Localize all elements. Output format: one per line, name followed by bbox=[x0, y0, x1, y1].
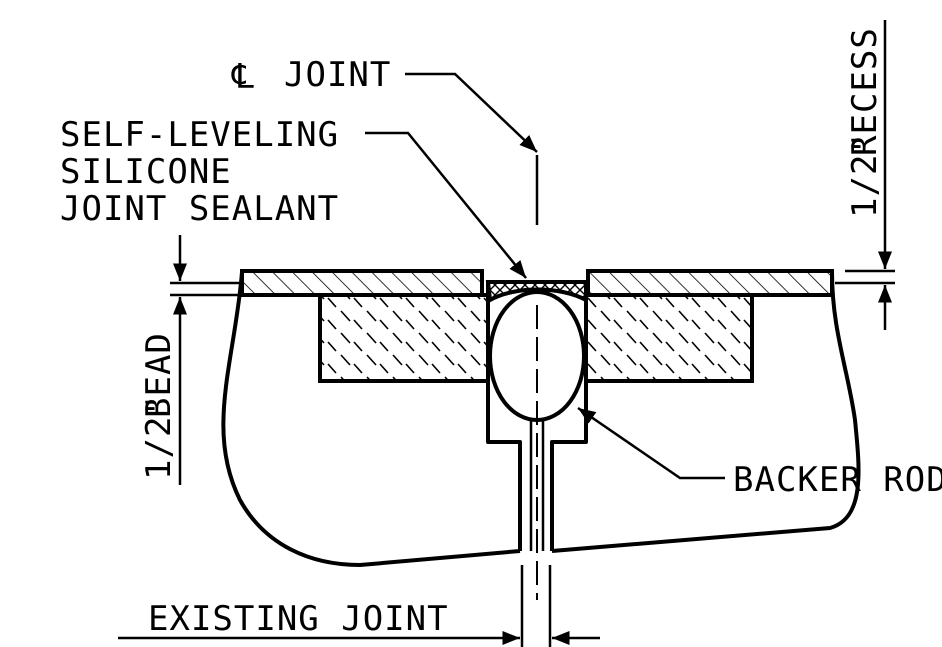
cl-symbol: ℄ bbox=[231, 57, 255, 97]
cl-joint-label: JOINT bbox=[284, 55, 391, 95]
leader-sealant bbox=[365, 131, 527, 279]
sealant-label-2: SILICONE bbox=[60, 152, 232, 192]
bead-fraction: 1/2" bbox=[139, 394, 179, 480]
block-left bbox=[318, 293, 490, 383]
sealant-label-1: SELF-LEVELING bbox=[60, 115, 339, 155]
existing-joint-label: EXISTING JOINT bbox=[148, 599, 449, 639]
sealant-label-3: JOINT SEALANT bbox=[60, 189, 339, 229]
recess-label: RECESS bbox=[845, 27, 885, 156]
bead-label: BEAD bbox=[139, 332, 179, 418]
leader-backer-rod bbox=[577, 406, 725, 480]
leader-cl-joint bbox=[405, 72, 538, 153]
overlay-left bbox=[240, 269, 484, 297]
recess-fraction: 1/2" bbox=[845, 132, 885, 218]
block-right bbox=[584, 293, 754, 383]
joint-recess bbox=[486, 282, 588, 551]
backer-rod-label: BACKER ROD bbox=[733, 460, 942, 500]
slab-outline bbox=[221, 271, 861, 567]
overlay-right bbox=[586, 269, 834, 297]
